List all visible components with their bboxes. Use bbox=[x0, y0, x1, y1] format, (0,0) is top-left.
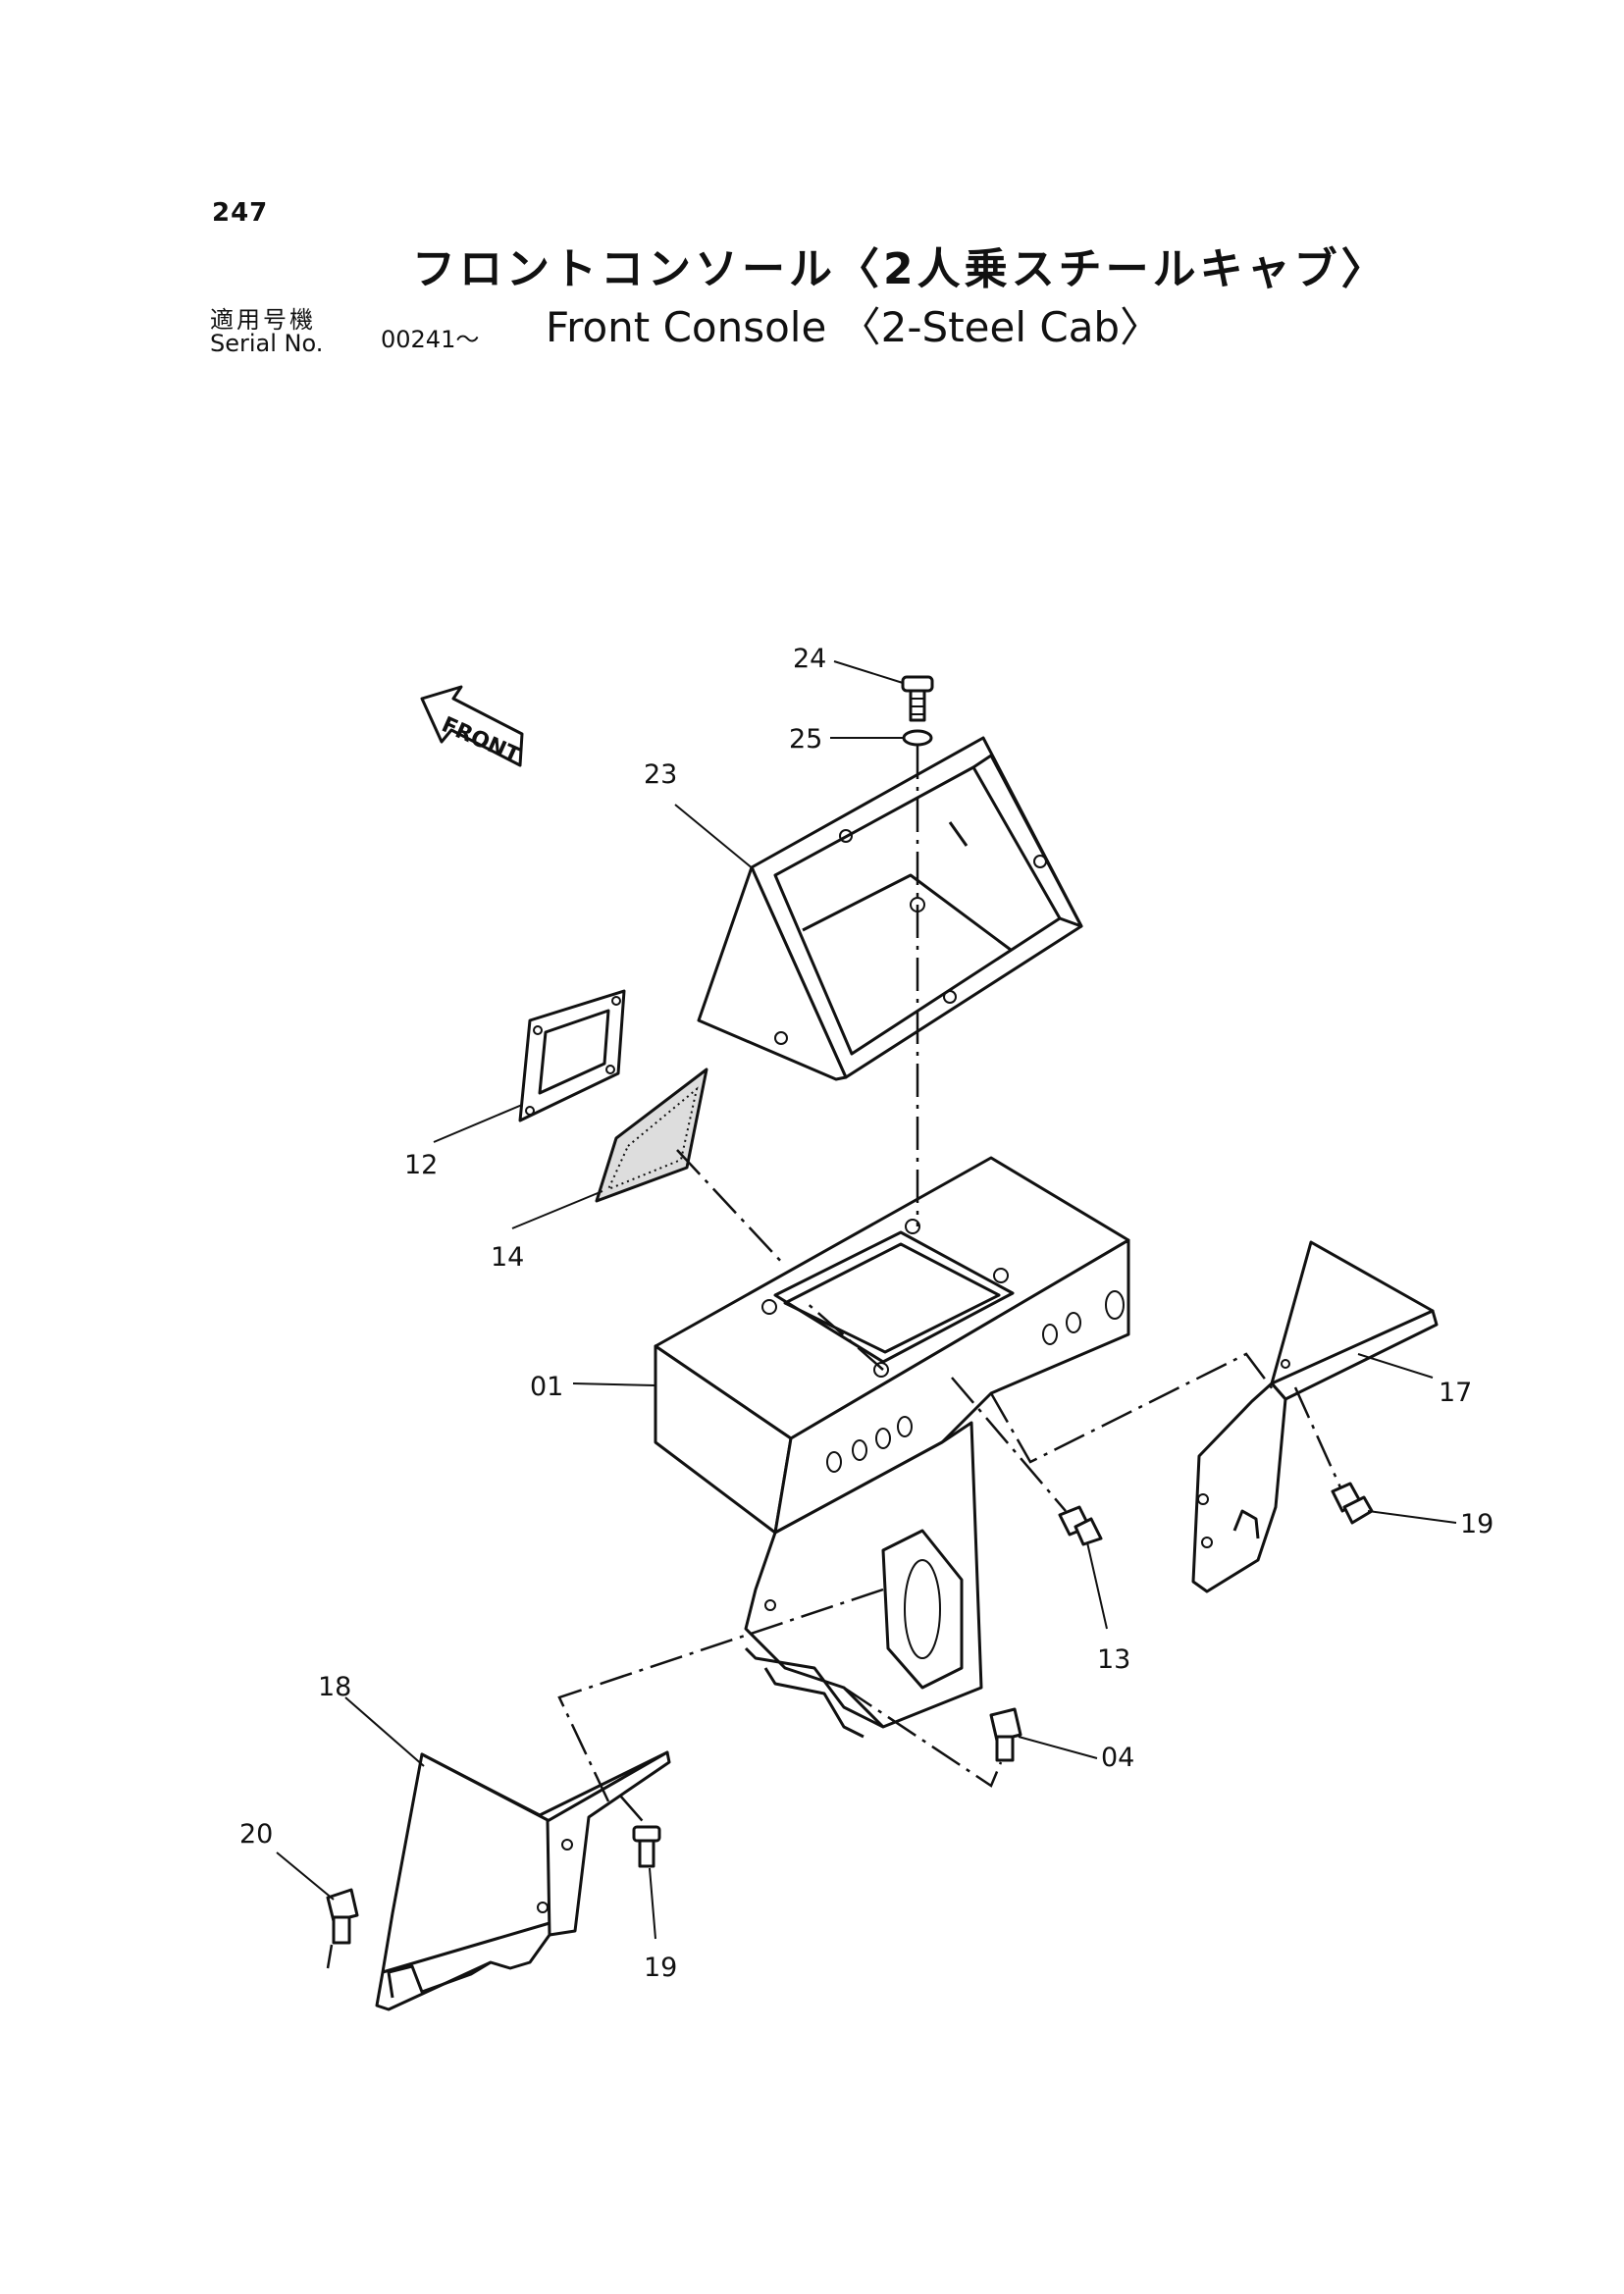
callout-14: 14 bbox=[491, 1242, 524, 1273]
callout-13: 13 bbox=[1097, 1644, 1130, 1675]
part-14-filter-pad-icon bbox=[595, 1068, 708, 1203]
part-23-meter-housing-icon bbox=[697, 736, 1083, 1081]
serial-label-japanese: 適用号機 bbox=[210, 306, 316, 334]
part-19-bolt-left-icon bbox=[632, 1825, 661, 1868]
callout-labels: 24 25 23 12 14 01 17 19 13 18 04 20 19 bbox=[239, 644, 1493, 1983]
serial-number-value: 00241～ bbox=[381, 326, 480, 353]
front-arrow-icon: FRONT bbox=[420, 685, 524, 768]
part-01-console-body-icon bbox=[654, 1156, 1130, 1739]
callout-23: 23 bbox=[644, 759, 677, 790]
callout-12: 12 bbox=[404, 1150, 438, 1180]
callout-17: 17 bbox=[1439, 1378, 1472, 1408]
part-04-bolt-icon bbox=[989, 1707, 1022, 1762]
title-english: Front Console 〈2-Steel Cab〉 bbox=[546, 303, 1162, 351]
callout-04: 04 bbox=[1101, 1743, 1134, 1773]
callout-25: 25 bbox=[789, 724, 822, 755]
serial-label-english: Serial No. bbox=[210, 330, 324, 357]
callout-01: 01 bbox=[530, 1372, 563, 1402]
part-17-right-bracket-icon bbox=[1191, 1240, 1439, 1593]
callout-18: 18 bbox=[318, 1672, 351, 1702]
callout-20: 20 bbox=[239, 1819, 273, 1850]
callout-19-left: 19 bbox=[644, 1953, 677, 1983]
assembly-lines bbox=[326, 746, 1342, 1969]
callout-19-right: 19 bbox=[1460, 1509, 1493, 1539]
part-18-left-bracket-icon bbox=[375, 1750, 671, 2011]
part-12-gasket-frame-icon bbox=[518, 989, 626, 1122]
part-13-bolt-icon bbox=[1058, 1505, 1103, 1546]
title-japanese: フロントコンソール〈2人乗スチールキャブ〉 bbox=[412, 244, 1388, 294]
page-number: 247 bbox=[212, 198, 269, 228]
callout-24: 24 bbox=[793, 644, 826, 674]
part-19-bolt-right-icon bbox=[1331, 1482, 1374, 1525]
part-24-bolt-icon bbox=[901, 675, 934, 722]
part-25-washer-icon bbox=[902, 729, 933, 747]
leader-lines bbox=[276, 660, 1457, 1940]
part-20-bolt-icon bbox=[326, 1888, 359, 1945]
